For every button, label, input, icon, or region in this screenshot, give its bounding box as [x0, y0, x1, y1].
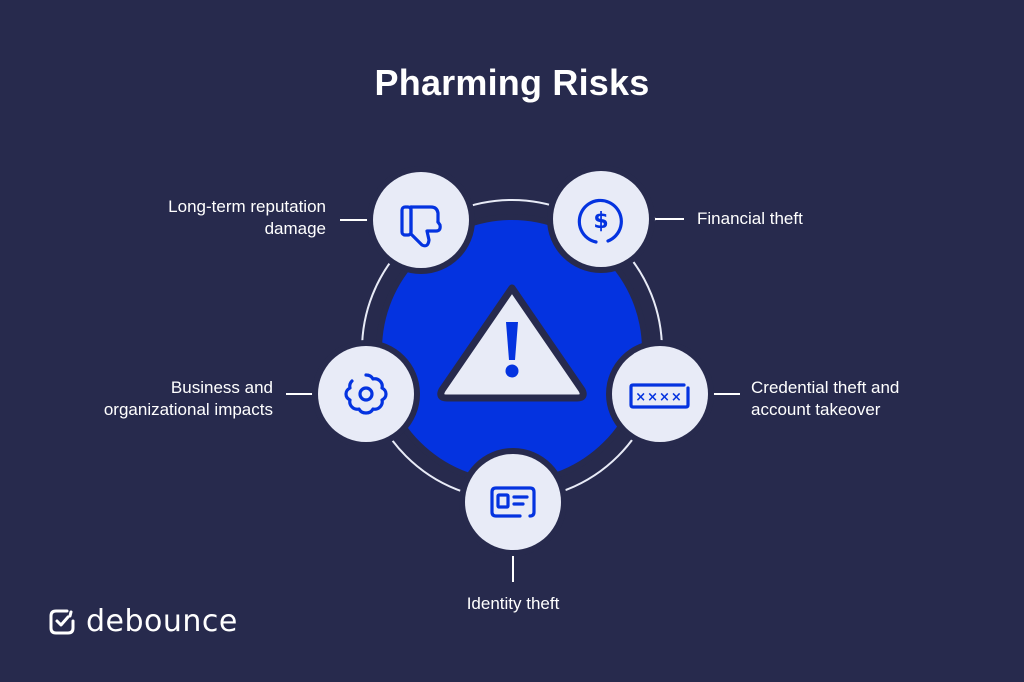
label-line: organizational impacts	[103, 400, 273, 419]
label-financial: Financial theft	[697, 208, 897, 230]
node-identity	[459, 448, 567, 556]
node-credential: ××××	[606, 340, 714, 448]
label-line: Long-term reputation	[168, 197, 326, 216]
svg-text:$: $	[593, 209, 608, 234]
node-business	[312, 340, 420, 448]
dollar-circle-icon: $	[577, 198, 623, 244]
label-identity: Identity theft	[413, 593, 613, 615]
label-credential: Credential theft and account takeover	[751, 377, 991, 421]
label-line: Identity theft	[466, 594, 560, 613]
svg-text:××××: ××××	[635, 390, 683, 405]
node-reputation	[367, 166, 475, 274]
label-reputation: Long-term reputation damage	[110, 196, 326, 240]
warning-triangle-icon	[437, 284, 587, 402]
label-business: Business and organizational impacts	[40, 377, 273, 421]
brand-logo: debounce	[48, 604, 238, 639]
gear-icon	[344, 373, 388, 415]
label-line: damage	[264, 219, 326, 238]
label-line: Financial theft	[697, 209, 803, 228]
password-field-icon: ××××	[629, 383, 690, 409]
brand-name: debounce	[86, 604, 238, 639]
page-title: Pharming Risks	[374, 62, 650, 103]
node-financial: $	[547, 165, 655, 273]
debounce-check-icon	[49, 609, 75, 634]
thumbs-down-icon	[400, 205, 442, 248]
id-card-icon	[490, 486, 536, 518]
label-line: Credential theft and	[751, 378, 900, 397]
label-line: Business and	[170, 378, 273, 397]
label-line: account takeover	[751, 400, 881, 419]
